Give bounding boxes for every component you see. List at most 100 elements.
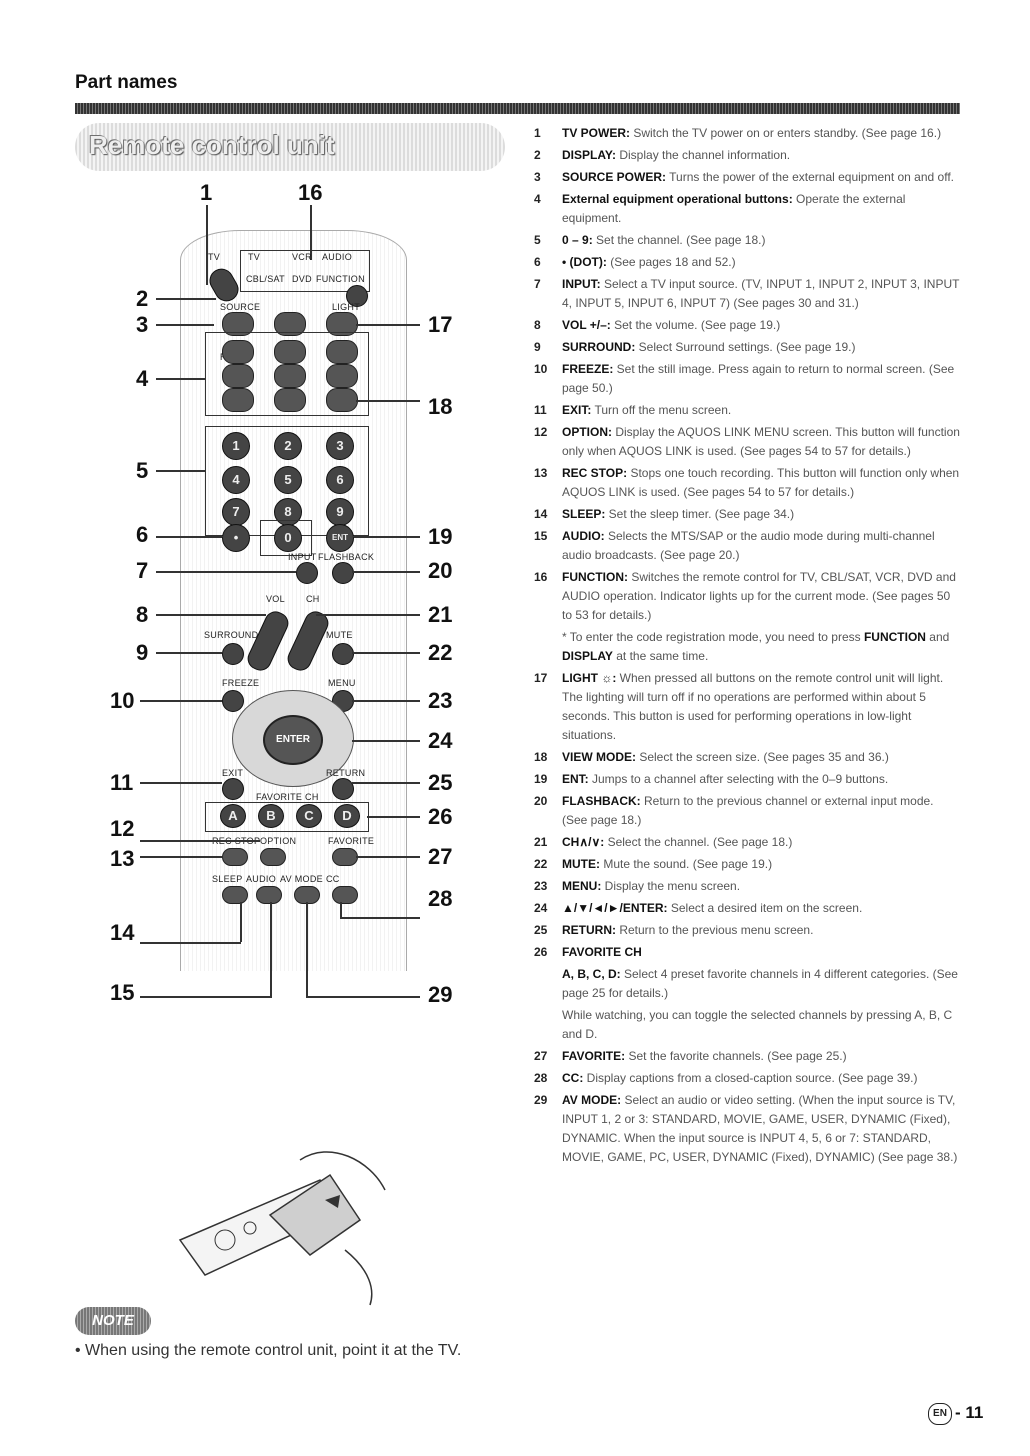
callout-14: 14 bbox=[110, 920, 135, 945]
rewind-button[interactable] bbox=[222, 340, 254, 364]
item-term: EXIT: bbox=[562, 403, 592, 417]
callout-22: 22 bbox=[428, 640, 453, 665]
cover-illustration bbox=[178, 1151, 386, 1306]
item-description: Set the volume. (See page 19.) bbox=[610, 318, 781, 332]
item-term: MENU: bbox=[562, 879, 602, 893]
rec-stop-button[interactable] bbox=[222, 848, 248, 866]
digit-3-button[interactable]: 3 bbox=[326, 432, 354, 460]
digit-6-button[interactable]: 6 bbox=[326, 466, 354, 494]
callout-9: 9 bbox=[136, 640, 149, 665]
view-mode-button[interactable] bbox=[326, 388, 358, 412]
item-term: FAVORITE CH bbox=[562, 945, 642, 959]
forward-button[interactable] bbox=[326, 340, 358, 364]
callout-5: 5 bbox=[136, 458, 149, 483]
enter-button[interactable]: ENTER bbox=[263, 715, 323, 765]
item-number: 18 bbox=[534, 750, 548, 764]
fav-b-button[interactable]: B bbox=[258, 804, 284, 828]
digit-9-button[interactable]: 9 bbox=[326, 498, 354, 526]
label-freeze: FREEZE bbox=[222, 678, 260, 688]
skip-forward-button[interactable] bbox=[274, 388, 306, 412]
callout-23: 23 bbox=[428, 688, 453, 713]
dot-button[interactable]: • bbox=[222, 524, 250, 552]
skip-back-button[interactable] bbox=[222, 388, 254, 412]
return-button[interactable] bbox=[332, 778, 354, 800]
digit-1-button[interactable]: 1 bbox=[222, 432, 250, 460]
fav-a-button[interactable]: A bbox=[220, 804, 246, 828]
label-tv: TV bbox=[208, 252, 221, 262]
item-number: 27 bbox=[534, 1049, 548, 1063]
label-flashback: FLASHBACK bbox=[318, 552, 375, 562]
callout-26: 26 bbox=[428, 804, 453, 829]
digit-5-button[interactable]: 5 bbox=[274, 466, 302, 494]
label-option: OPTION bbox=[260, 836, 297, 846]
digit-2-button[interactable]: 2 bbox=[274, 432, 302, 460]
leader-line bbox=[156, 536, 222, 538]
rec-button[interactable] bbox=[222, 364, 254, 388]
favorite-button[interactable] bbox=[332, 848, 358, 866]
digit-8-button[interactable]: 8 bbox=[274, 498, 302, 526]
leader-line bbox=[306, 996, 420, 998]
leader-line bbox=[140, 856, 222, 858]
item-number: 16 bbox=[534, 570, 548, 584]
ent-button[interactable]: ENT bbox=[326, 524, 354, 552]
item-description: Set the sleep timer. (See page 34.) bbox=[605, 507, 795, 521]
freeze-button[interactable] bbox=[222, 690, 244, 712]
fav-c-button[interactable]: C bbox=[296, 804, 322, 828]
sleep-button[interactable] bbox=[222, 886, 248, 904]
item-term: • (DOT): bbox=[562, 255, 607, 269]
item-description: Turns the power of the external equipmen… bbox=[666, 170, 954, 184]
audio-button[interactable] bbox=[256, 886, 282, 904]
callout-25: 25 bbox=[428, 770, 453, 795]
function-button[interactable] bbox=[346, 285, 368, 307]
surround-button[interactable] bbox=[222, 643, 244, 665]
item-number: 1 bbox=[534, 126, 541, 140]
external-equipment-box bbox=[205, 332, 369, 416]
digit-0-button[interactable]: 0 bbox=[274, 524, 302, 552]
item-description: Display the menu screen. bbox=[601, 879, 741, 893]
item-term: LIGHT ☼: bbox=[562, 671, 617, 685]
leader-line bbox=[356, 400, 420, 402]
item-term: OPTION: bbox=[562, 425, 612, 439]
option-button[interactable] bbox=[260, 848, 286, 866]
leader-line bbox=[340, 917, 420, 919]
item-description: Display the channel information. bbox=[616, 148, 791, 162]
label-ch: CH bbox=[306, 594, 320, 604]
input-button[interactable] bbox=[296, 562, 318, 584]
pause-button[interactable] bbox=[326, 364, 358, 388]
mute-button[interactable] bbox=[332, 643, 354, 665]
digit-4-button[interactable]: 4 bbox=[222, 466, 250, 494]
favorite-ch-sub-1: A, B, C, D: Select 4 preset favorite cha… bbox=[562, 967, 958, 1000]
function-box bbox=[240, 250, 370, 292]
digit-7-button[interactable]: 7 bbox=[222, 498, 250, 526]
leader-line bbox=[140, 942, 241, 944]
cc-button[interactable] bbox=[332, 886, 358, 904]
stop-button[interactable] bbox=[274, 364, 306, 388]
callout-15: 15 bbox=[110, 980, 135, 1005]
exit-button[interactable] bbox=[222, 778, 244, 800]
leader-line bbox=[156, 470, 206, 472]
favorite-ch-sub-2: While watching, you can toggle the selec… bbox=[562, 1008, 953, 1041]
item-description: When pressed all buttons on the remote c… bbox=[562, 671, 944, 742]
language-icon: EN bbox=[928, 1403, 952, 1425]
leader-line bbox=[156, 614, 266, 616]
flashback-button[interactable] bbox=[332, 562, 354, 584]
callout-19: 19 bbox=[428, 524, 453, 549]
leader-line bbox=[352, 571, 420, 573]
fav-d-button[interactable]: D bbox=[334, 804, 360, 828]
play-button[interactable] bbox=[274, 340, 306, 364]
callout-17: 17 bbox=[428, 312, 453, 337]
item-term: AUDIO: bbox=[562, 529, 605, 543]
leader-line bbox=[352, 740, 420, 742]
label-favorite: FAVORITE bbox=[328, 836, 375, 846]
leader-line bbox=[354, 536, 420, 538]
leader-line bbox=[340, 902, 342, 918]
item-term: REC STOP: bbox=[562, 466, 628, 480]
item-description: Turn off the menu screen. bbox=[591, 403, 732, 417]
item-term: FLASHBACK: bbox=[562, 794, 641, 808]
leader-line bbox=[367, 816, 420, 818]
